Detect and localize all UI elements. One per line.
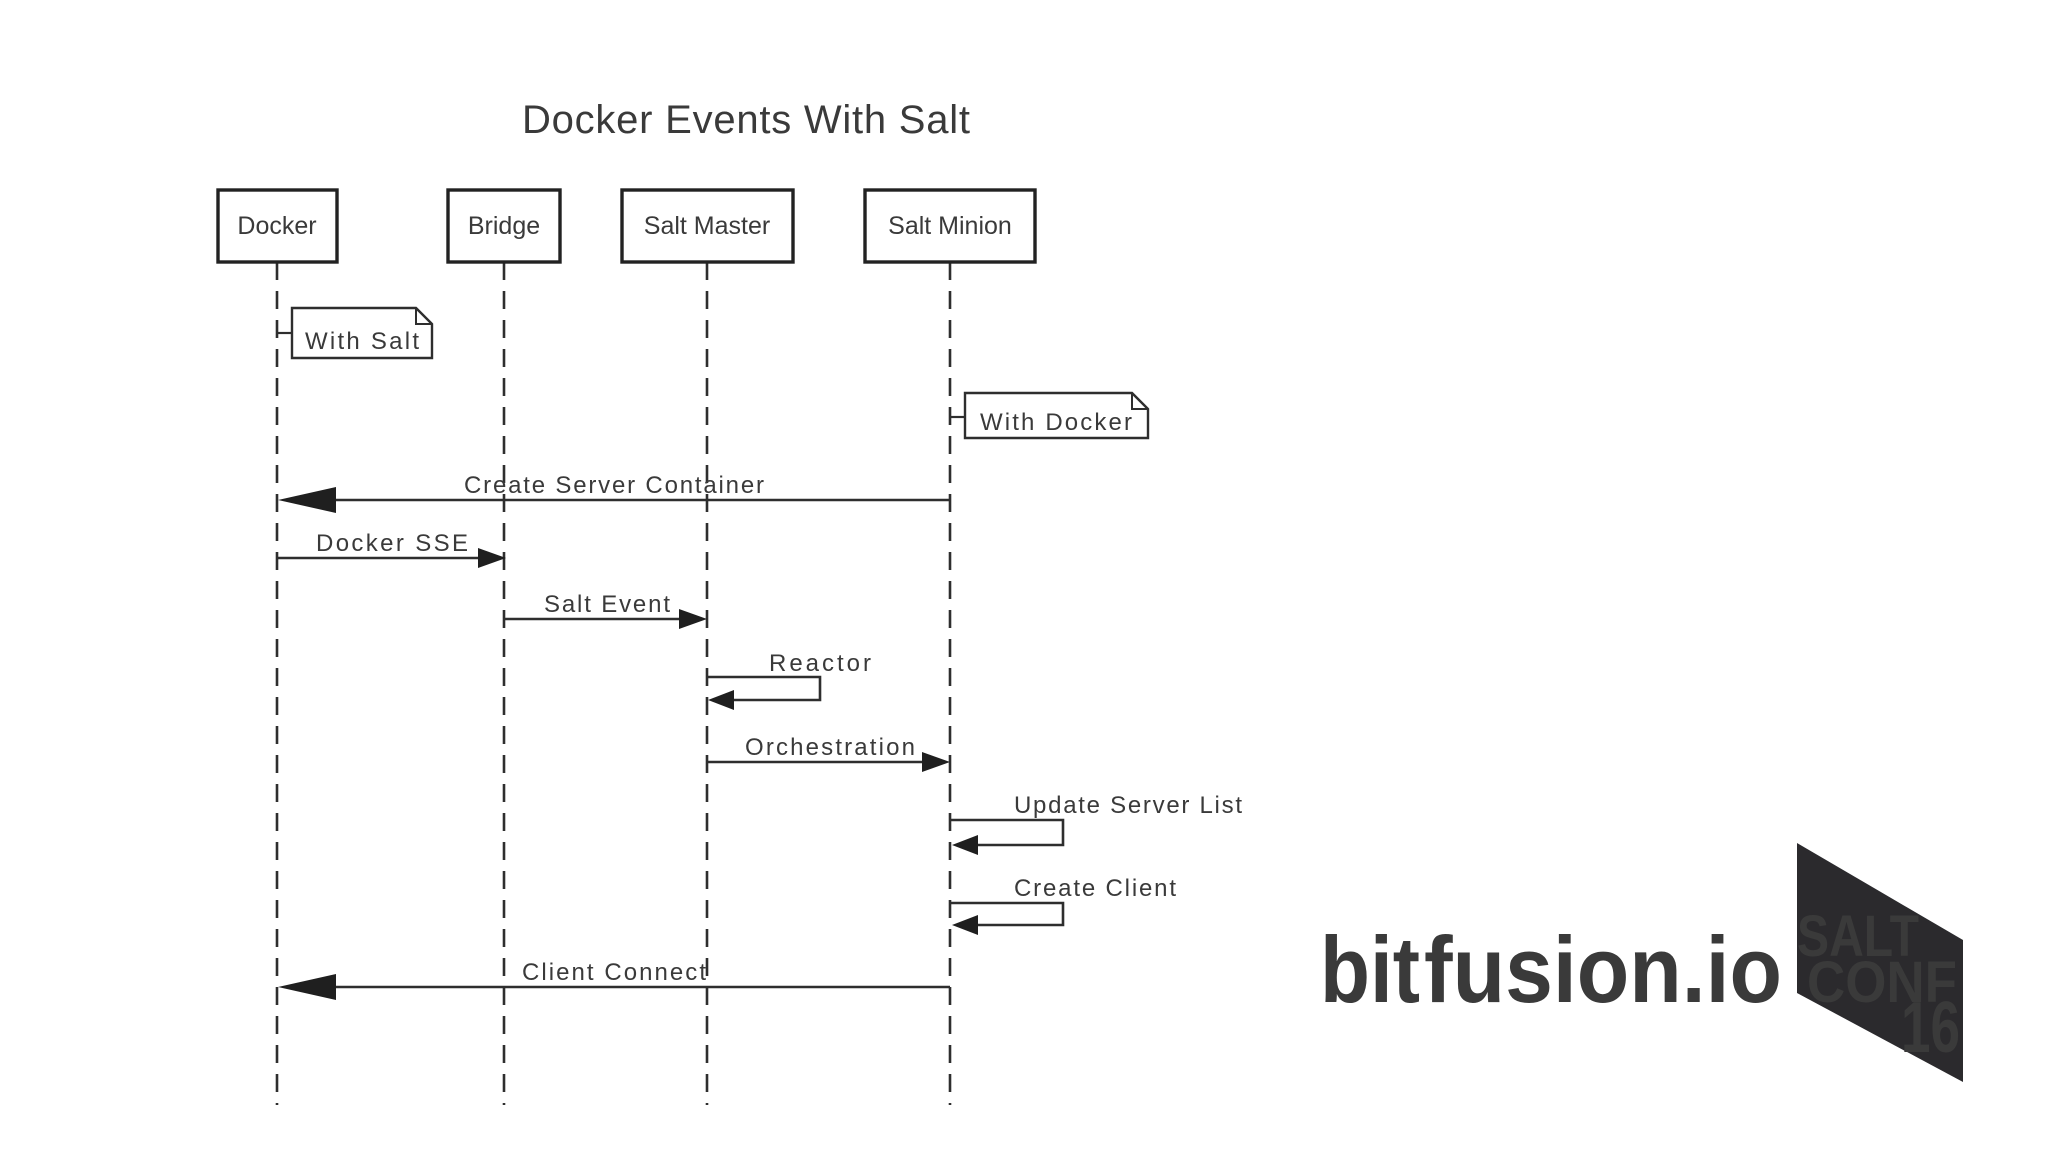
message-label-salt-event: Salt Event xyxy=(544,591,670,618)
bitfusion-logo-bit: bit xyxy=(1320,917,1420,1022)
actor-box-docker xyxy=(216,188,339,264)
actor-box-salt-master xyxy=(620,188,795,264)
actor-label-salt-master: Salt Master xyxy=(644,212,770,240)
actor-box-bridge xyxy=(446,188,562,264)
message-loop-create-client xyxy=(950,901,1065,927)
arrowhead-left-create-client xyxy=(952,915,978,935)
note-fold-with-docker xyxy=(1131,393,1148,410)
arrowhead-right-orchestration xyxy=(922,752,950,772)
arrowhead-right-docker-sse xyxy=(478,548,506,568)
actor-box-salt-minion xyxy=(863,188,1037,264)
note-fold-with-salt xyxy=(415,308,432,325)
saltconf-logo-parallelogram xyxy=(1797,843,1963,1082)
saltconf-logo-salt: SALT xyxy=(1797,904,1919,969)
note-with-docker xyxy=(963,391,1150,440)
arrowhead-right-salt-event xyxy=(679,609,707,629)
arrowhead-left-reactor xyxy=(708,690,734,710)
actor-label-docker: Docker xyxy=(237,212,316,240)
saltconf-logo-year: 16 xyxy=(1901,988,1960,1068)
message-label-reactor: Reactor xyxy=(769,650,871,677)
message-label-client-connect: Client Connect xyxy=(522,959,706,986)
bitfusion-logo-fusion-io: fusion.io xyxy=(1424,917,1782,1022)
arrowhead-left-client-connect xyxy=(278,974,336,1000)
arrowhead-left-update-server-list xyxy=(952,835,978,855)
message-label-docker-sse: Docker SSE xyxy=(316,530,468,557)
saltconf-logo-conf: CONF xyxy=(1807,950,1957,1015)
message-label-orchestration: Orchestration xyxy=(745,734,915,761)
message-label-create-server-container: Create Server Container xyxy=(464,472,764,499)
saltconf-logo: SALT CONF 16 xyxy=(1797,843,1963,1082)
arrowhead-left-create-server-container xyxy=(278,487,336,513)
message-loop-update-server-list xyxy=(950,818,1065,847)
note-label-with-salt: With Salt xyxy=(305,328,419,355)
note-with-salt xyxy=(290,306,434,360)
message-loop-reactor xyxy=(707,675,822,702)
diagram-title: Docker Events With Salt xyxy=(522,98,970,142)
actor-label-bridge: Bridge xyxy=(468,212,540,240)
message-label-update-server-list: Update Server List xyxy=(1014,792,1242,819)
message-label-create-client: Create Client xyxy=(1014,875,1176,902)
bitfusion-logo: bit fusion.io xyxy=(1320,917,1782,1022)
actor-label-salt-minion: Salt Minion xyxy=(888,212,1012,240)
